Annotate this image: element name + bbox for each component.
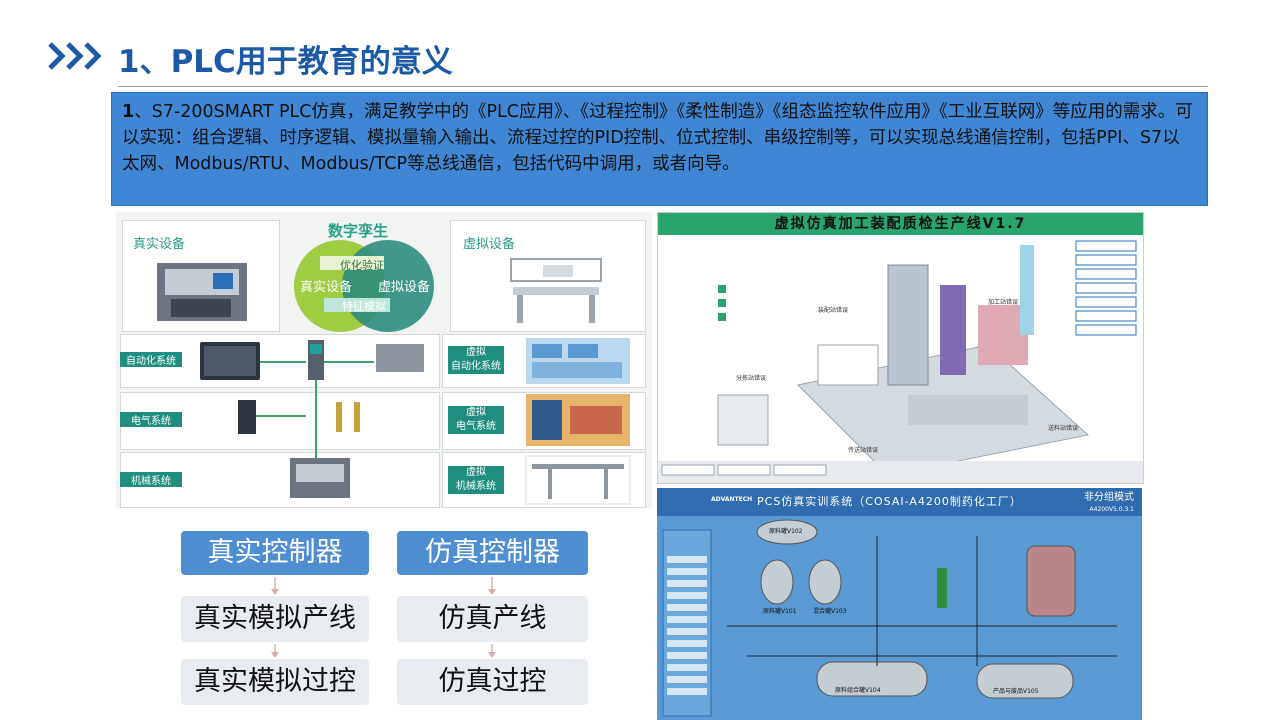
real-device-card: 真实设备 [122, 220, 280, 332]
sim-process-box: 仿真过控 [397, 659, 588, 705]
page-title: 1、PLC用于教育的意义 [118, 44, 453, 80]
virtual-system-screens [525, 338, 631, 505]
sim-line-box: 仿真产线 [397, 596, 588, 642]
pcs-version: A4200V5.0.3.1 [1089, 506, 1134, 513]
tank-label-v102: 原料罐V102 [769, 528, 803, 535]
row-label-electrical: 电气系统 [120, 412, 182, 427]
virtual-row-label-automation: 虚拟 自动化系统 [448, 346, 504, 374]
virtual-device-label: 虚拟设备 [463, 237, 516, 252]
station-label-sorting: 分拣站错误 [736, 375, 767, 382]
digital-twin-venn [294, 240, 434, 332]
connector-line [491, 644, 493, 654]
pcs-process-diagram [662, 519, 1117, 717]
row-label-mechanical: 机械系统 [120, 472, 182, 487]
arrow-down-icon [271, 652, 279, 658]
connector-line [274, 577, 276, 591]
virtual-device-card: 虚拟设备 [450, 220, 646, 332]
arrow-down-icon [488, 589, 496, 595]
digital-twin-figure: 真实设备 数字孪生 优化验证 真实设备 虚拟设备 特征模拟 虚拟设备 自动化系统… [116, 212, 652, 508]
virtual-row-label-electrical-text: 虚拟 电气系统 [456, 407, 496, 432]
vendor-logo: ADVANTECH [711, 496, 753, 503]
description-box: 1、S7-200SMART PLC仿真，满足教学中的《PLC应用》、《过程控制》… [111, 92, 1208, 206]
real-line-box: 真实模拟产线 [181, 596, 369, 642]
feature-sim-label: 特征模拟 [342, 300, 386, 313]
real-hardware-drawings [200, 340, 424, 498]
virtual-row-label-mechanical: 虚拟 机械系统 [448, 466, 504, 494]
venn-real-label: 真实设备 [300, 280, 353, 295]
sim-controller-box: 仿真控制器 [397, 531, 588, 575]
machine-photo [157, 263, 247, 321]
pcs-title: PCS仿真实训系统（COSAI-A4200制药化工厂） [757, 495, 1022, 508]
real-device-label: 真实设备 [133, 237, 186, 252]
real-controller-box: 真实控制器 [181, 531, 369, 575]
assembly-line-drawing [658, 240, 1143, 483]
virtual-row-label-automation-text: 虚拟 自动化系统 [451, 347, 501, 372]
virtual-row-label-mechanical-text: 虚拟 机械系统 [456, 467, 496, 492]
row-label-automation: 自动化系统 [120, 352, 182, 367]
description-text: 、S7-200SMART PLC仿真，满足教学中的《PLC应用》、《过程控制》《… [122, 102, 1193, 174]
optimize-verify-label: 优化验证 [340, 259, 384, 272]
pcs-header: ADVANTECH PCS仿真实训系统（COSAI-A4200制药化工厂） 非分… [657, 488, 1142, 516]
pcs-training-screen: ADVANTECH PCS仿真实训系统（COSAI-A4200制药化工厂） 非分… [657, 488, 1142, 720]
arrow-down-icon [488, 652, 496, 658]
tank-label-v104: 原料组合罐V104 [835, 687, 881, 694]
station-label-assembly: 装配站错误 [818, 307, 849, 314]
station-label-transfer: 传送站错误 [848, 447, 879, 454]
title-divider [118, 86, 1208, 87]
sim-line-title: 虚拟仿真加工装配质检生产线V1.7 [658, 213, 1143, 235]
tank-label-v101: 原料罐V101 [763, 608, 797, 615]
virtual-machine-drawing [510, 258, 602, 323]
connector-line [274, 644, 276, 654]
virtual-assembly-line-screen: 虚拟仿真加工装配质检生产线V1.7 装配站错误 加工站错误 分拣站错误 传送站错… [657, 212, 1144, 484]
venn-virtual-label: 虚拟设备 [378, 280, 431, 295]
pcs-mode: 非分组模式 A4200V5.0.3.1 [1084, 492, 1134, 516]
tank-label-v105: 产品与废品V105 [993, 688, 1039, 695]
virtual-row-label-electrical: 虚拟 电气系统 [448, 406, 504, 434]
description-lead: 1 [122, 102, 135, 122]
arrow-down-icon [271, 589, 279, 595]
tank-label-v103: 混合罐V103 [813, 608, 847, 615]
connector-line [491, 577, 493, 591]
real-process-box: 真实模拟过控 [181, 659, 369, 705]
station-label-machining: 加工站错误 [988, 299, 1019, 306]
station-label-feeding: 送料站错误 [1048, 425, 1079, 432]
digital-twin-title: 数字孪生 [328, 222, 389, 240]
chevron-right-icon [48, 42, 102, 70]
pcs-mode-text: 非分组模式 [1084, 492, 1134, 503]
